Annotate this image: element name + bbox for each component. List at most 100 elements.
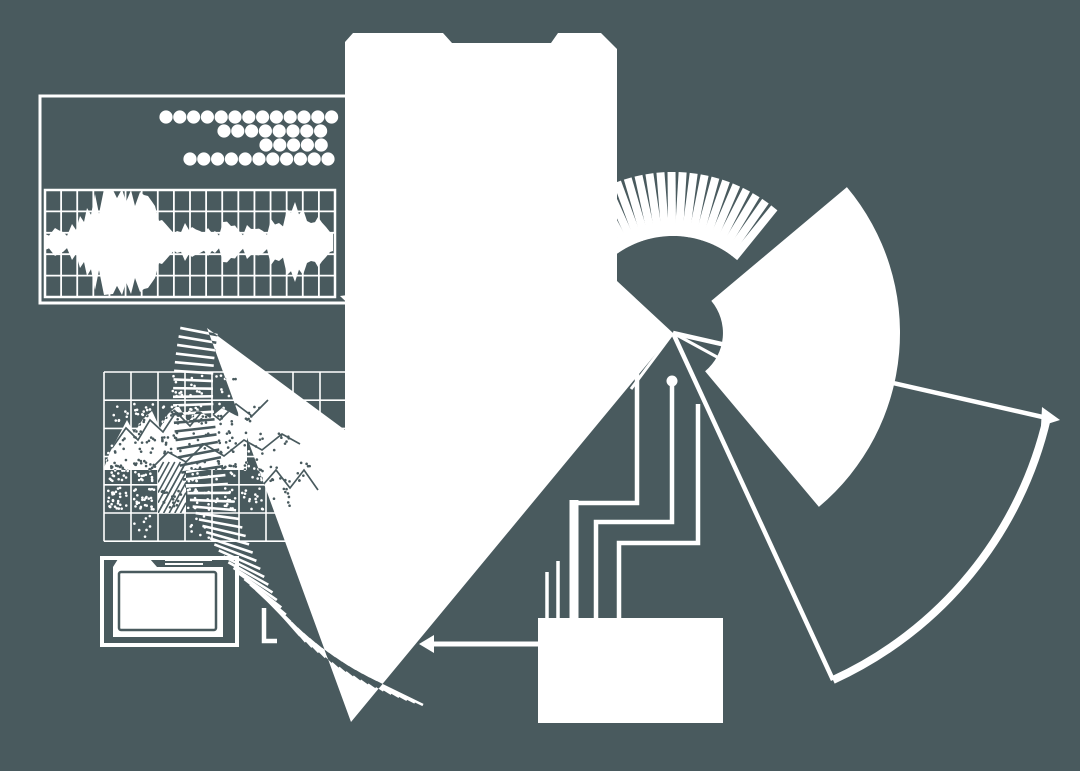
matrix-dot: [159, 110, 173, 124]
stipple-dot: [135, 500, 139, 504]
gauge-tick: [694, 176, 720, 241]
stipple-dot: [124, 491, 128, 495]
fan-tick: [174, 369, 214, 375]
stipple-dot: [120, 507, 123, 510]
stipple-dot: [277, 432, 281, 435]
stipple-dot: [195, 517, 198, 521]
stipple-dot: [247, 417, 250, 421]
circuit-traces: [419, 374, 723, 723]
stipple-dot: [137, 528, 141, 532]
stipple-dot: [282, 487, 286, 491]
stipple-dot: [133, 522, 136, 525]
stipple-dot: [231, 450, 235, 454]
fan-tick: [202, 524, 246, 538]
stipple-dot: [233, 496, 237, 500]
stipple-dot: [272, 448, 276, 452]
stipple-dot: [218, 441, 222, 445]
stipple-dot: [112, 413, 116, 417]
stipple-dot: [250, 507, 253, 511]
wedge-arrowhead-icon: [1041, 407, 1060, 426]
stipple-dot: [124, 476, 128, 479]
matrix-dot: [200, 110, 214, 124]
stipple-dot: [206, 432, 210, 436]
matrix-dot: [280, 152, 294, 166]
stipple-dot: [161, 439, 164, 443]
waveform-shape: [45, 189, 333, 295]
fan-tick: [209, 537, 254, 554]
stipple-dot: [110, 502, 113, 506]
stipple-dot: [203, 460, 207, 464]
stipple-dot: [161, 406, 165, 409]
stipple-dot: [255, 458, 259, 461]
stipple-dot: [219, 414, 223, 418]
folder-inner-outline: [117, 570, 218, 632]
matrix-dot: [269, 110, 283, 124]
stipple-dot: [141, 413, 145, 417]
stipple-dot: [142, 474, 145, 477]
stipple-dot: [190, 383, 193, 387]
stipple-dot: [261, 469, 264, 473]
stipple-dot: [116, 499, 120, 503]
stipple-dot: [271, 478, 275, 482]
stipple-dot: [243, 492, 247, 495]
stipple-dot: [143, 498, 146, 502]
stipple-dot: [152, 488, 156, 492]
gauge-tick: [645, 173, 663, 238]
stipple-dot: [247, 450, 251, 453]
matrix-dot: [314, 124, 328, 138]
stipple-dot: [160, 490, 164, 494]
stipple-dot: [220, 388, 223, 391]
fan-tick: [174, 425, 216, 433]
stipple-dot: [234, 377, 237, 381]
fan-tick: [178, 335, 217, 345]
stipple-dot: [141, 498, 144, 502]
hatch-line: [157, 461, 182, 504]
matrix-dot: [266, 152, 280, 166]
fan-tick: [232, 566, 274, 594]
stipple-dot: [233, 474, 236, 477]
download-arrow-shape: [207, 33, 673, 722]
stipple-dot: [111, 498, 115, 502]
stipple-dot: [288, 504, 291, 507]
stipple-dot: [224, 495, 227, 499]
stipple-dot: [170, 410, 174, 414]
stipple-dot: [288, 480, 291, 483]
stipple-dot: [149, 463, 152, 466]
gauge-tick: [623, 177, 650, 242]
stipple-dot: [144, 464, 148, 468]
matrix-dot: [273, 138, 287, 152]
stipple-dot: [106, 500, 110, 503]
fan-tick: [173, 386, 213, 390]
stipple-dot: [175, 431, 179, 435]
stipple-dot: [113, 461, 116, 465]
stipple-dot: [126, 469, 130, 473]
stipple-dot: [173, 409, 176, 413]
outline-wedge-arc: [831, 417, 1051, 684]
stipple-dot: [220, 390, 224, 394]
stipple-dot: [136, 494, 139, 497]
stipple-dot: [171, 498, 175, 501]
stipple-dot: [224, 441, 228, 444]
hatch-line: [174, 492, 187, 514]
stipple-dot: [114, 419, 118, 422]
stipple-dot: [141, 478, 144, 482]
stipple-dot: [190, 530, 193, 533]
matrix-dot: [307, 152, 321, 166]
stipple-dot: [149, 451, 153, 454]
stipple-dot: [144, 461, 148, 464]
fan-tick: [238, 572, 278, 602]
stipple-dot: [275, 466, 278, 469]
stipple-dot: [144, 473, 148, 477]
data-block: [538, 618, 723, 723]
matrix-dot: [245, 124, 259, 138]
stipple-dot: [122, 474, 126, 477]
hatch-line: [168, 482, 187, 514]
stipple-dot: [114, 490, 118, 494]
stipple-dot: [134, 505, 137, 508]
stipple-dot: [285, 487, 288, 491]
hatch-line: [157, 461, 187, 514]
stipple-dot: [269, 465, 273, 469]
fan-tick: [174, 360, 214, 367]
stipple-dot: [244, 461, 248, 464]
fan-tick: [195, 511, 240, 521]
